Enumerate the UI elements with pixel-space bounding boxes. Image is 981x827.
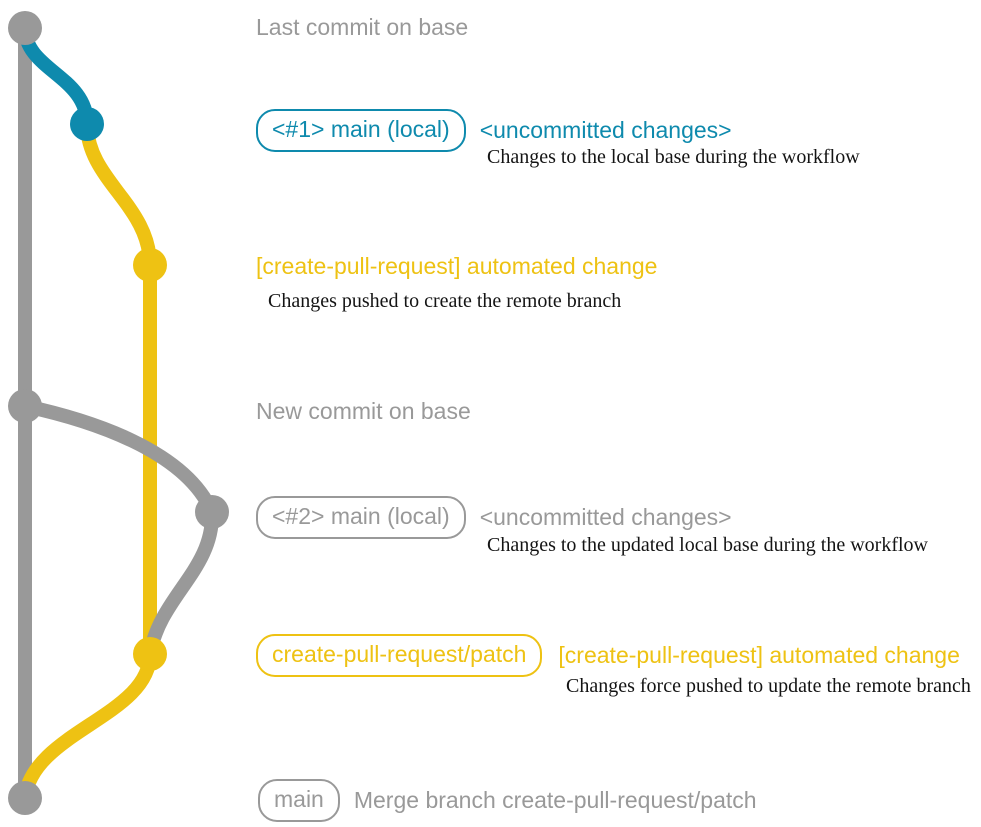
branch-badge-main-local-2[interactable]: <#2> main (local) — [256, 496, 466, 539]
commit-node-local-2[interactable] — [195, 495, 229, 529]
commit-node-patch-1[interactable] — [133, 248, 167, 282]
branch-badge-create-pull-request-patch[interactable]: create-pull-request/patch — [256, 634, 543, 677]
description-automated-change-1: Changes pushed to create the remote bran… — [268, 290, 622, 312]
row-merge-commit: main Merge branch create-pull-request/pa… — [258, 779, 757, 822]
commit-node-base-new[interactable] — [8, 389, 42, 423]
edge-patch2-to-merge — [18, 647, 157, 805]
headline-uncommitted-changes-2: <uncommitted changes> — [479, 504, 732, 530]
branch-badge-main-local-1[interactable]: <#1> main (local) — [256, 109, 466, 152]
label-new-commit-on-base: New commit on base — [256, 398, 471, 424]
row-local-commit-2: <#2> main (local) <uncommitted changes> — [256, 496, 732, 539]
description-local-commit-1: Changes to the local base during the wor… — [487, 146, 860, 168]
label-last-commit-on-base: Last commit on base — [256, 14, 469, 40]
headline-uncommitted-changes-1: <uncommitted changes> — [479, 117, 732, 143]
commit-node-patch-2[interactable] — [133, 637, 167, 671]
description-automated-change-2: Changes force pushed to update the remot… — [566, 675, 971, 697]
commit-node-base-head[interactable] — [8, 11, 42, 45]
headline-automated-change-1: [create-pull-request] automated change — [256, 253, 658, 279]
row-local-commit-1: <#1> main (local) <uncommitted changes> — [256, 109, 732, 152]
commit-node-local-1[interactable] — [70, 107, 104, 141]
edge-basenew-to-local2 — [18, 399, 219, 519]
description-local-commit-2: Changes to the updated local base during… — [487, 534, 928, 556]
headline-automated-change-2: [create-pull-request] automated change — [558, 642, 960, 668]
headline-merge-commit: Merge branch create-pull-request/patch — [353, 787, 757, 813]
commit-node-merge[interactable] — [8, 781, 42, 815]
branch-badge-main[interactable]: main — [258, 779, 340, 822]
edge-local2-to-patch2 — [143, 505, 220, 661]
row-automated-change-2: create-pull-request/patch [create-pull-r… — [256, 634, 960, 677]
edge-local1-to-patch1 — [80, 117, 157, 272]
